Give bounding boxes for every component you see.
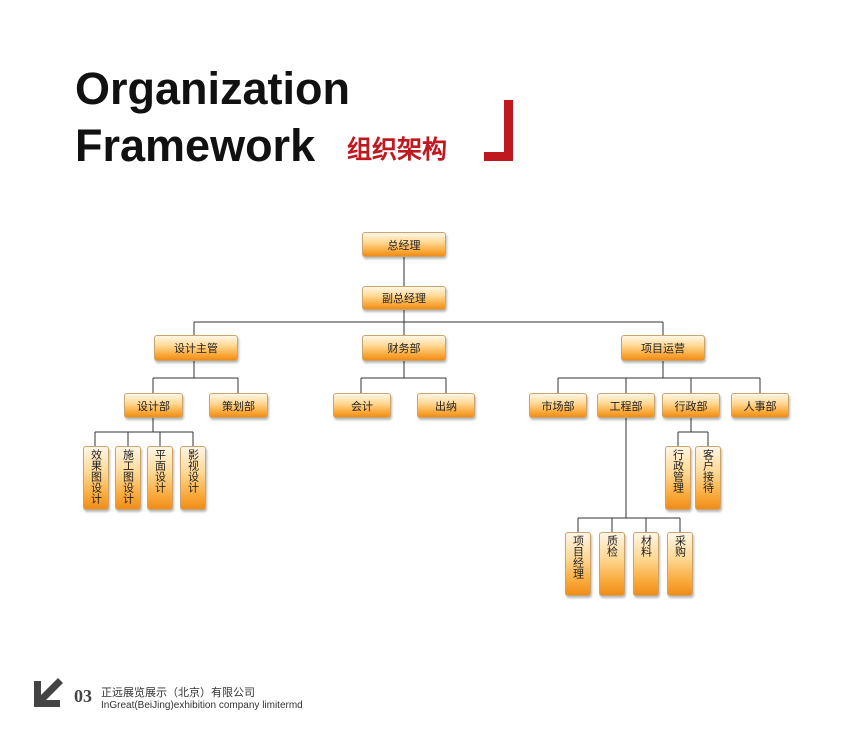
node-deputy-gm: 副总经理 <box>362 286 446 310</box>
title-chinese: 组织架构 <box>347 135 448 164</box>
node-video-design: 影视设计 <box>180 446 206 510</box>
node-purchasing: 采购 <box>667 532 693 596</box>
node-admin-management: 行政管理 <box>665 446 691 510</box>
node-hr-dept: 人事部 <box>731 393 789 418</box>
node-market-dept: 市场部 <box>529 393 587 418</box>
arrow-down-left-icon <box>34 678 63 707</box>
node-engineering-dept: 工程部 <box>597 393 655 418</box>
node-project-manager: 项目经理 <box>565 532 591 596</box>
node-cashier: 出纳 <box>417 393 475 418</box>
node-construction-design: 施工图设计 <box>115 446 141 510</box>
title-line-1: Organization <box>75 63 351 114</box>
page-number: 03 <box>74 686 92 706</box>
node-accounting: 会计 <box>333 393 391 418</box>
node-design-head: 设计主管 <box>154 335 238 361</box>
node-design-dept: 设计部 <box>124 393 183 418</box>
node-effect-design: 效果图设计 <box>83 446 109 510</box>
node-ceo: 总经理 <box>362 232 446 257</box>
node-plan-design: 平面设计 <box>147 446 173 510</box>
node-finance-dept: 财务部 <box>362 335 446 361</box>
node-planning-dept: 策划部 <box>209 393 268 418</box>
node-quality-check: 质检 <box>599 532 625 596</box>
company-name-cn: 正远展览展示（北京）有限公司 <box>101 686 255 699</box>
title-line-2: Framework <box>75 120 316 171</box>
node-materials: 材料 <box>633 532 659 596</box>
node-admin-dept: 行政部 <box>662 393 720 418</box>
company-name-en: InGreat(BeiJing)exhibition company limit… <box>101 700 303 711</box>
node-project-ops: 项目运营 <box>621 335 705 361</box>
corner-bracket-decoration <box>484 100 513 161</box>
node-client-reception: 客户接待 <box>695 446 721 510</box>
